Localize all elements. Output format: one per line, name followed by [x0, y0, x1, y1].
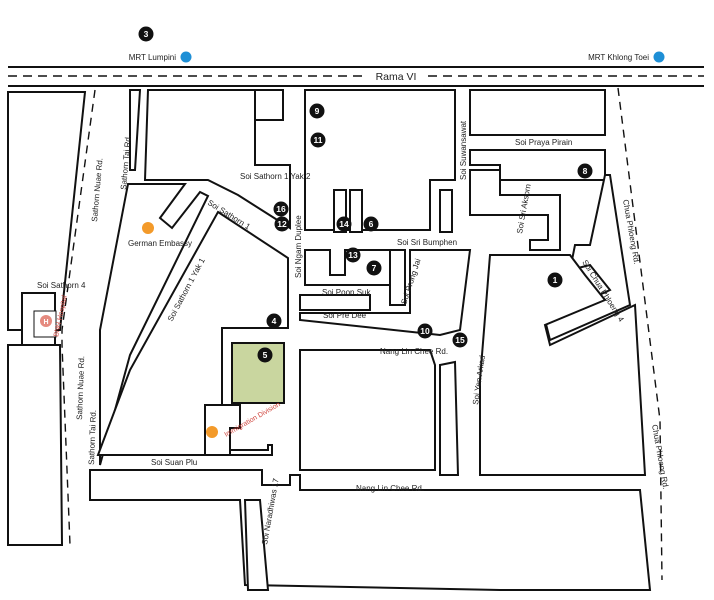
road-label-rama-vi: Rama VI	[376, 71, 417, 83]
lumpini-park-area	[231, 342, 285, 404]
block-immigration	[204, 404, 241, 456]
hospital-symbol: H	[43, 319, 48, 326]
block-praya-pirain	[469, 89, 606, 136]
mrt-lumpini-icon	[180, 51, 192, 63]
block-far-left-bottom	[7, 344, 64, 546]
block-pre-dee	[299, 294, 371, 311]
block-chua-phloeng-4	[543, 174, 632, 342]
road-label-soi-praya-pirain: Soi Praya Pirain	[515, 138, 572, 147]
block-bottom	[89, 469, 652, 591]
svg-text:9: 9	[315, 106, 320, 116]
road-label-chua-phloeng-upper: Chua Phloeng Rd.	[621, 199, 641, 265]
svg-text:6: 6	[369, 219, 374, 229]
block-left-mid-top	[129, 89, 142, 171]
immigration-icon	[206, 426, 218, 438]
block-central-north	[304, 89, 456, 231]
rama-vi-label-bg	[368, 70, 424, 83]
rama-vi-road	[8, 66, 704, 87]
svg-text:10: 10	[420, 326, 430, 336]
marker-9[interactable]: 9	[309, 103, 325, 119]
block-nang-lin-chee-north	[299, 249, 472, 337]
mrt-lumpini-label: MRT Lumpini	[129, 53, 177, 62]
svg-text:4: 4	[272, 316, 277, 326]
marker-5[interactable]: 5	[257, 347, 273, 363]
svg-text:7: 7	[372, 263, 377, 273]
road-label-soi-poon-suk: Soi Poon Suk	[322, 288, 371, 297]
marker-15[interactable]: 15	[452, 332, 468, 348]
svg-text:5: 5	[263, 350, 268, 360]
hospital-icon	[40, 315, 52, 327]
road-label-soi-sathorn-4: Soi Sathorn 4	[37, 281, 86, 290]
road-label-soi-sri-bumphen: Soi Sri Bumphen	[397, 238, 457, 247]
marker-11[interactable]: 11	[310, 132, 326, 148]
road-label-soi-suan-plu: Soi Suan Plu	[151, 458, 197, 467]
svg-text:16: 16	[276, 204, 286, 214]
road-label-soi-suwansawat: Soi Suwansawat	[459, 120, 468, 180]
mrt-khlong-toei-station[interactable]: MRT Khlong Toei	[588, 51, 665, 63]
road-label-soi-ngam-duplee: Soi Ngam Duplee	[294, 215, 303, 278]
marker-16[interactable]: 16	[273, 201, 289, 217]
svg-text:11: 11	[314, 135, 323, 145]
marker-7[interactable]: 7	[366, 260, 382, 276]
marker-10[interactable]: 10	[417, 323, 433, 339]
marker-3[interactable]: 3	[138, 26, 154, 42]
marker-12[interactable]: 12	[274, 216, 290, 232]
block-soi-sathorn-1-yak1	[96, 210, 289, 456]
road-label-soi-sathorn-1-yak-2: Soi Sathorn 1 Yak 2	[240, 172, 311, 181]
svg-text:13: 13	[348, 250, 358, 260]
block-far-left-top	[7, 91, 87, 331]
svg-text:1: 1	[553, 275, 558, 285]
block-yen-arkad-strip	[439, 360, 460, 476]
svg-text:14: 14	[339, 219, 349, 229]
road-label-chua-phloeng-lower: Chua Phloeng Rd.	[650, 424, 670, 490]
marker-4[interactable]: 4	[266, 313, 282, 329]
block-central-notch-right	[349, 189, 363, 233]
block-soi-sri-aksorn	[469, 169, 561, 251]
svg-text:8: 8	[583, 166, 588, 176]
road-label-nang-lin-chee-lower: Nang Lin Chee Rd.	[356, 484, 424, 493]
block-poon-suk	[304, 249, 391, 286]
block-bottom-left-road	[243, 499, 270, 591]
mrt-khlong-toei-icon	[653, 51, 665, 63]
block-prong-jai	[375, 249, 406, 306]
marker-13[interactable]: 13	[345, 247, 361, 263]
marker-6[interactable]: 6	[363, 216, 379, 232]
mrt-khlong-toei-label: MRT Khlong Toei	[588, 53, 649, 62]
block-south-center	[299, 349, 436, 471]
sathorn-road-dashes	[61, 87, 663, 581]
road-label-nang-lin-chee-upper: Nang Lin Chee Rd.	[380, 347, 448, 356]
svg-text:3: 3	[144, 29, 149, 39]
block-central-strip	[439, 189, 453, 233]
marker-14[interactable]: 14	[336, 216, 352, 232]
svg-text:12: 12	[277, 219, 287, 229]
block-east-large	[479, 254, 647, 476]
road-label-sathorn-nuae-upper: Sathorn Nuae Rd.	[90, 158, 105, 223]
german-embassy-icon	[142, 222, 154, 234]
marker-8[interactable]: 8	[577, 163, 593, 179]
block-embassy	[99, 183, 210, 466]
marker-1[interactable]: 1	[547, 272, 563, 288]
german-embassy-poi[interactable]: German Embassy	[128, 222, 192, 248]
svg-text:15: 15	[455, 335, 465, 345]
block-small-square	[254, 89, 284, 121]
mrt-lumpini-station[interactable]: MRT Lumpini	[129, 51, 192, 63]
german-embassy-label: German Embassy	[128, 239, 192, 248]
road-label-sathorn-nuae-lower: Sathorn Nuae Rd.	[75, 356, 86, 420]
road-label-sathorn-tai-lower: Sathorn Tai Rd.	[87, 410, 98, 465]
road-label-soi-pre-dee: Soi Pre Dee	[323, 311, 367, 320]
